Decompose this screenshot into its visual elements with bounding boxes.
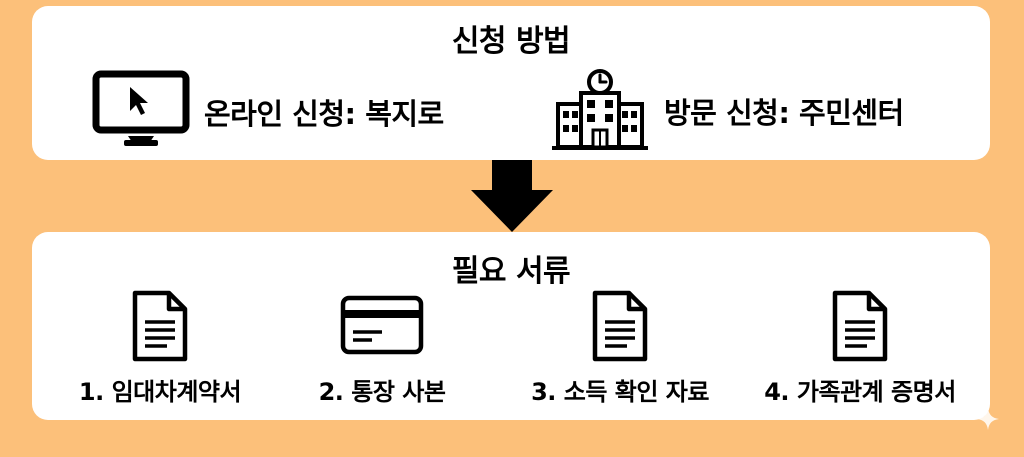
doc-item-family: 4. 가족관계 증명서 [740,290,980,407]
online-application-label: 온라인 신청: 복지로 [204,97,444,131]
doc-label: 3. 소득 확인 자료 [531,378,709,406]
doc-label: 4. 가족관계 증명서 [764,378,956,406]
sparkle-icon [976,407,1000,435]
document-icon [40,290,280,362]
visit-application: 방문 신청: 주민센터 [550,68,904,154]
required-documents-card: 필요 서류 1. 임대차계약서 2. 통장 사본 [32,232,990,420]
method-title: 신청 방법 [451,24,571,59]
document-icon [500,290,740,362]
building-icon [550,68,650,154]
visit-application-label: 방문 신청: 주민센터 [664,96,904,130]
computer-monitor-icon [92,70,190,154]
doc-item-bankbook: 2. 통장 사본 [262,290,502,407]
application-method-card: 신청 방법 온라인 신청: 복지로 [32,6,990,160]
doc-item-income: 3. 소득 확인 자료 [500,290,740,407]
doc-label: 1. 임대차계약서 [78,378,242,406]
online-application: 온라인 신청: 복지로 [92,70,444,154]
doc-label: 2. 통장 사본 [318,378,446,406]
arrow-down-icon [471,160,553,236]
doc-item-lease: 1. 임대차계약서 [40,290,280,407]
docs-title: 필요 서류 [451,254,571,289]
document-icon [740,290,980,362]
bank-card-icon [262,290,502,362]
